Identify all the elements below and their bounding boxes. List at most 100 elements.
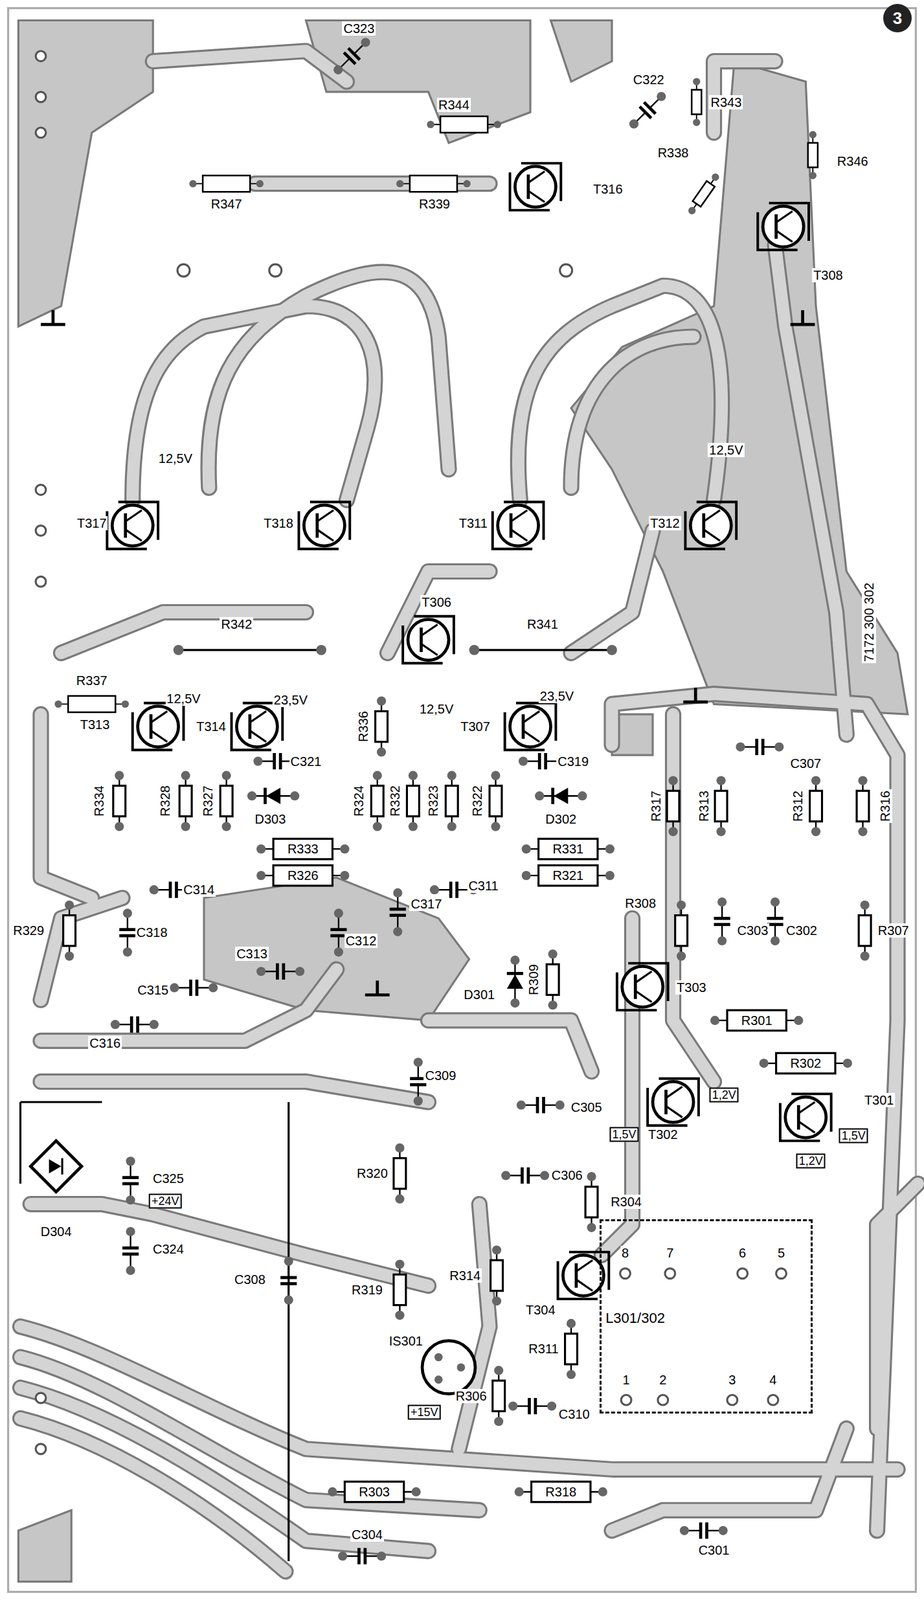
copper-track [20, 51, 919, 1572]
part-label: R343 [709, 95, 744, 110]
pcb-use [54, 696, 129, 713]
part-label: T318 [262, 516, 295, 531]
pcb-use [122, 1156, 139, 1205]
part-label: T302 [646, 1127, 680, 1142]
pcb-use [492, 501, 544, 549]
pcb-use [110, 1016, 159, 1033]
part-label: R322 [470, 784, 485, 818]
part-label: R313 [696, 789, 711, 823]
part-label: IS301 [387, 1333, 425, 1349]
part-label: T316 [591, 181, 625, 197]
wire-link [19, 1102, 22, 1184]
part-label: 7172 300 302 [861, 581, 877, 664]
pcb-use [328, 33, 375, 79]
pin-number: 4 [767, 1372, 778, 1387]
pcb-use [247, 788, 300, 805]
part-label: R309 [526, 962, 541, 997]
pcb-circle [35, 1392, 46, 1404]
part-label: T311 [457, 516, 489, 531]
pcb-use [327, 1481, 421, 1503]
part-label: C301 [697, 1543, 732, 1558]
part-label: C304 [350, 1527, 384, 1542]
pin-number: 5 [776, 1245, 787, 1261]
part-label: R332 [387, 784, 403, 818]
part-label: T314 [194, 719, 228, 734]
part-label: T313 [78, 717, 112, 732]
pcb-use [759, 1052, 853, 1074]
capacitor-symbols [110, 33, 785, 1565]
pcb-use [624, 87, 671, 133]
pcb-use [858, 900, 871, 961]
pcb-use [856, 775, 869, 836]
pcb-use [514, 1481, 608, 1503]
pcb-use [445, 771, 458, 832]
part-label: R316 [878, 789, 893, 823]
part-label: C311 [466, 878, 500, 893]
pcb-use [647, 1078, 699, 1126]
pcb-use [790, 310, 816, 325]
pcb-circle [35, 484, 46, 496]
part-label: C302 [784, 923, 819, 938]
part-label: R338 [656, 145, 691, 160]
voltage-tag: 1,5V [839, 1127, 869, 1143]
pcb-circle [620, 1394, 632, 1406]
pcb-use [505, 703, 557, 750]
pcb-use [179, 771, 192, 832]
pcb-use [231, 703, 283, 750]
pcb-use [679, 1522, 728, 1539]
part-label: R320 [355, 1166, 390, 1181]
pcb-circle [315, 644, 327, 656]
solder-pads [35, 51, 787, 1455]
part-label: R344 [437, 97, 471, 113]
part-label: D301 [462, 987, 496, 1002]
part-label: 12,5V [157, 451, 194, 466]
pcb-circle [727, 1394, 738, 1406]
part-label: R333 [286, 841, 320, 857]
pcb-use [256, 838, 350, 860]
part-label: R323 [426, 784, 441, 818]
pin-number: 7 [664, 1245, 675, 1261]
pcb-use [396, 175, 471, 192]
part-label: C322 [631, 72, 666, 87]
part-label: R334 [91, 784, 107, 818]
part-label: R326 [286, 868, 320, 883]
part-label: 12,5V [707, 442, 744, 458]
pcb-use [521, 865, 615, 886]
pcb-circle [269, 264, 282, 277]
pcb-use [365, 980, 390, 995]
part-label: C307 [788, 756, 823, 771]
pcb-circle [35, 1443, 46, 1455]
part-label: C312 [344, 933, 379, 948]
part-label: 23,5V [538, 688, 575, 704]
voltage-tag: +24V [148, 1193, 182, 1209]
pcb-circle [560, 264, 573, 277]
part-label: R312 [790, 789, 805, 823]
pcb-use [516, 1096, 565, 1114]
pcb-use [492, 1365, 506, 1426]
coil-outline: L301/302 [599, 1219, 813, 1413]
part-label: T308 [811, 268, 845, 283]
pcb-use [280, 1256, 297, 1305]
pcb-circle [737, 1268, 748, 1279]
sheet-number: 3 [892, 8, 902, 29]
pcb-use [757, 203, 809, 250]
part-label: R328 [157, 784, 173, 818]
pcb-use [63, 900, 76, 961]
pcb-use [489, 771, 502, 832]
pcb-path [30, 1140, 82, 1193]
pcb-use [510, 163, 562, 210]
wire-link [20, 1100, 103, 1103]
pcb-use [714, 775, 728, 836]
pcb-rect [8, 8, 917, 1593]
part-label: R302 [788, 1056, 823, 1071]
part-label: D303 [253, 811, 287, 827]
pcb-use [714, 897, 731, 946]
pcb-circle [35, 51, 46, 62]
pcb-line [61, 1158, 64, 1175]
pcb-line [178, 648, 322, 651]
part-label: C316 [88, 1036, 122, 1051]
part-label: C315 [135, 982, 170, 998]
pcb-use [389, 888, 406, 937]
pcb-use [169, 979, 218, 996]
part-label: R347 [209, 196, 244, 212]
